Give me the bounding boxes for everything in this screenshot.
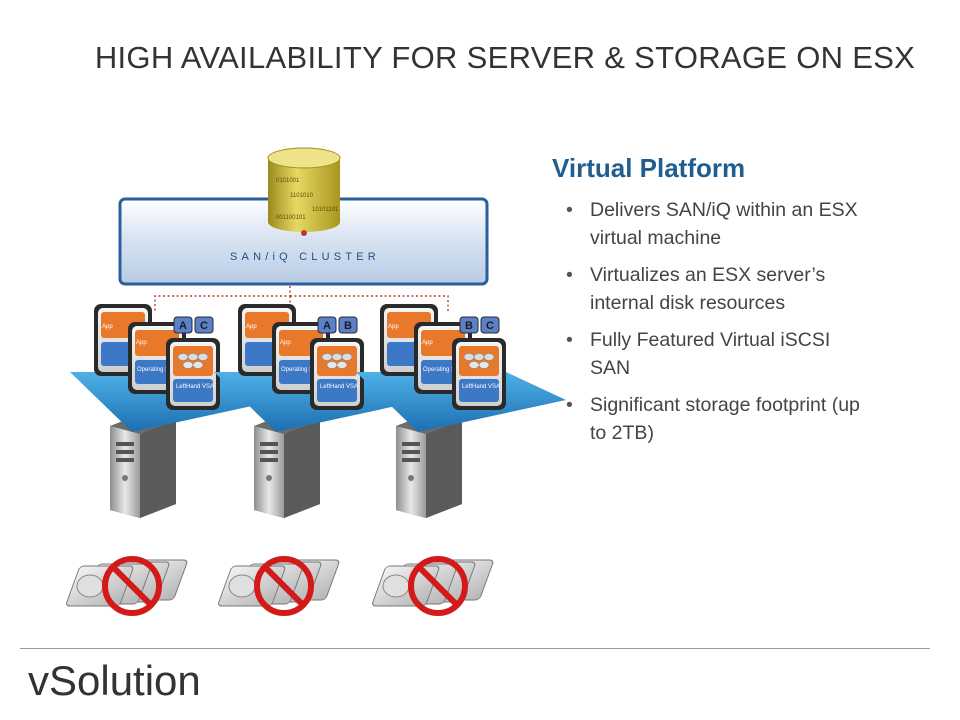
- host-1-vsa-label: LeftHand VSA: [176, 384, 214, 390]
- host-2-tag-1: A: [323, 320, 331, 332]
- section-heading: Virtual Platform: [552, 153, 746, 183]
- footer-divider: [20, 648, 930, 649]
- host-3-app-back: App: [388, 324, 399, 330]
- disk-stack-2-prohibited: [216, 556, 341, 616]
- host-2-app-front: App: [280, 340, 291, 346]
- bullet-item: • Significant storage footprint (up to 2T…: [566, 391, 866, 447]
- db-bits-4: 001100101: [276, 215, 306, 221]
- host-2-vsa-label: LeftHand VSA: [320, 384, 358, 390]
- host-3-tag-2: C: [486, 320, 494, 332]
- bullet-dot: •: [566, 199, 573, 221]
- host-1-app-back: App: [102, 324, 113, 330]
- db-bits-2: 1101010: [290, 193, 314, 199]
- db-bits-3: 10101101: [312, 207, 339, 213]
- host-1-tag-2: C: [200, 320, 208, 332]
- slide-title: HIGH AVAILABILITY FOR SERVER & STORAGE O…: [94, 40, 916, 75]
- esx-host-1: A C App App Operating System LeftHand VS…: [70, 304, 280, 518]
- host-2-app-back: App: [246, 324, 257, 330]
- db-bits-1: 0101001: [276, 178, 300, 184]
- cluster-label: SAN/iQ CLUSTER: [230, 251, 380, 263]
- bullet-dot: •: [566, 329, 573, 351]
- disk-stack-1-prohibited: [64, 556, 189, 616]
- bullet-item: • Delivers SAN/iQ within an ESX virtual m…: [566, 196, 866, 252]
- esx-host-3: B C App App Operating System LeftHand VS…: [356, 304, 566, 518]
- disk-stack-3-prohibited: [370, 556, 495, 616]
- bullet-dot: •: [566, 264, 573, 286]
- host-3-os: Operating System: [423, 367, 471, 373]
- bullet-text: Delivers SAN/iQ within an ESX virtual ma…: [590, 199, 858, 249]
- database-icon: 0101001 1101010 10101101 001100101: [267, 147, 341, 236]
- footer-brand: vSolution: [28, 657, 201, 704]
- bullet-list: • Delivers SAN/iQ within an ESX virtual m…: [566, 196, 866, 456]
- host-1-app-front: App: [136, 340, 147, 346]
- host-1-os: Operating System: [137, 367, 185, 373]
- bullet-text: Fully Featured Virtual iSCSI SAN: [590, 329, 831, 379]
- no-symbol-icon: [102, 556, 162, 616]
- bullet-text: Virtualizes an ESX server’s internal dis…: [590, 264, 826, 314]
- host-2-tag-2: B: [344, 320, 352, 332]
- host-3-vsa-label: LeftHand VSA: [462, 384, 500, 390]
- bullet-dot: •: [566, 394, 573, 416]
- bullet-item: • Fully Featured Virtual iSCSI SAN: [566, 326, 866, 382]
- host-2-os: Operating System: [281, 367, 329, 373]
- bullet-text: Significant storage footprint (up to 2TB…: [590, 394, 860, 444]
- host-1-tag-1: A: [179, 320, 187, 332]
- no-symbol-icon: [408, 556, 468, 616]
- san-iq-cluster-box: SAN/iQ CLUSTER: [118, 197, 489, 286]
- host-3-app-front: App: [422, 340, 433, 346]
- bullet-item: • Virtualizes an ESX server’s internal di…: [566, 261, 866, 317]
- host-3-tag-1: B: [465, 320, 473, 332]
- no-symbol-icon: [254, 556, 314, 616]
